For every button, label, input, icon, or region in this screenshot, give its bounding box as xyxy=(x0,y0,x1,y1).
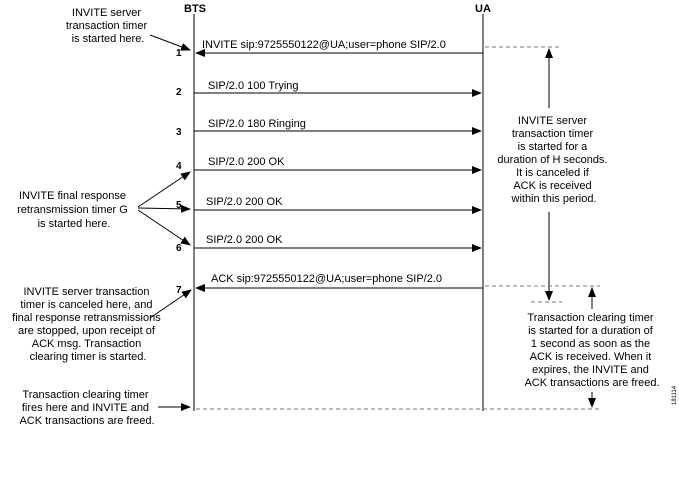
message-3: 3 SIP/2.0 180 Ringing xyxy=(176,118,482,138)
step-number: 1 xyxy=(176,48,182,59)
message-1: 1 INVITE sip:9725550122@UA;user=phone SI… xyxy=(176,39,483,59)
pointer-retrans-6 xyxy=(137,209,191,246)
note-invite-timer-started: INVITE server transaction timer is start… xyxy=(66,7,150,45)
message-label: SIP/2.0 200 OK xyxy=(206,234,283,246)
step-number: 7 xyxy=(176,285,182,296)
figure-id: 181114 xyxy=(672,385,678,405)
message-label: SIP/2.0 100 Trying xyxy=(208,80,299,92)
message-2: 2 SIP/2.0 100 Trying xyxy=(176,80,482,98)
message-6: 6 SIP/2.0 200 OK xyxy=(176,234,482,254)
message-label: INVITE sip:9725550122@UA;user=phone SIP/… xyxy=(202,39,446,51)
message-label: SIP/2.0 200 OK xyxy=(206,196,283,208)
bts-header: BTS xyxy=(184,3,206,15)
message-label: ACK sip:9725550122@UA;user=phone SIP/2.0 xyxy=(211,273,442,285)
pointer-invite-timer-started xyxy=(149,34,191,51)
step-number: 2 xyxy=(176,87,182,98)
pointer-invite-timer-canceled xyxy=(149,289,192,319)
note-retrans-timer-g: INVITE final response retransmission tim… xyxy=(17,190,131,230)
pointer-retrans-5 xyxy=(137,204,191,213)
step-number: 6 xyxy=(176,243,182,254)
note-timer-h: INVITE server transaction timer is start… xyxy=(497,115,610,205)
step-number: 5 xyxy=(176,200,182,211)
pointer-retrans-4 xyxy=(137,171,191,208)
note-clearing-timer-fires: Transaction clearing timer fires here an… xyxy=(19,389,154,427)
message-4: 4 SIP/2.0 200 OK xyxy=(176,156,482,174)
step-number: 3 xyxy=(176,127,182,138)
message-label: SIP/2.0 180 Ringing xyxy=(208,118,306,130)
note-invite-timer-canceled: INVITE server transaction timer is cance… xyxy=(12,286,164,363)
message-5: 5 SIP/2.0 200 OK xyxy=(176,196,482,214)
message-label: SIP/2.0 200 OK xyxy=(208,156,285,168)
step-number: 4 xyxy=(176,161,182,172)
ua-header: UA xyxy=(475,3,491,15)
message-7: 7 ACK sip:9725550122@UA;user=phone SIP/2… xyxy=(176,273,483,296)
note-clearing-timer-duration: Transaction clearing timer is started fo… xyxy=(524,312,659,389)
